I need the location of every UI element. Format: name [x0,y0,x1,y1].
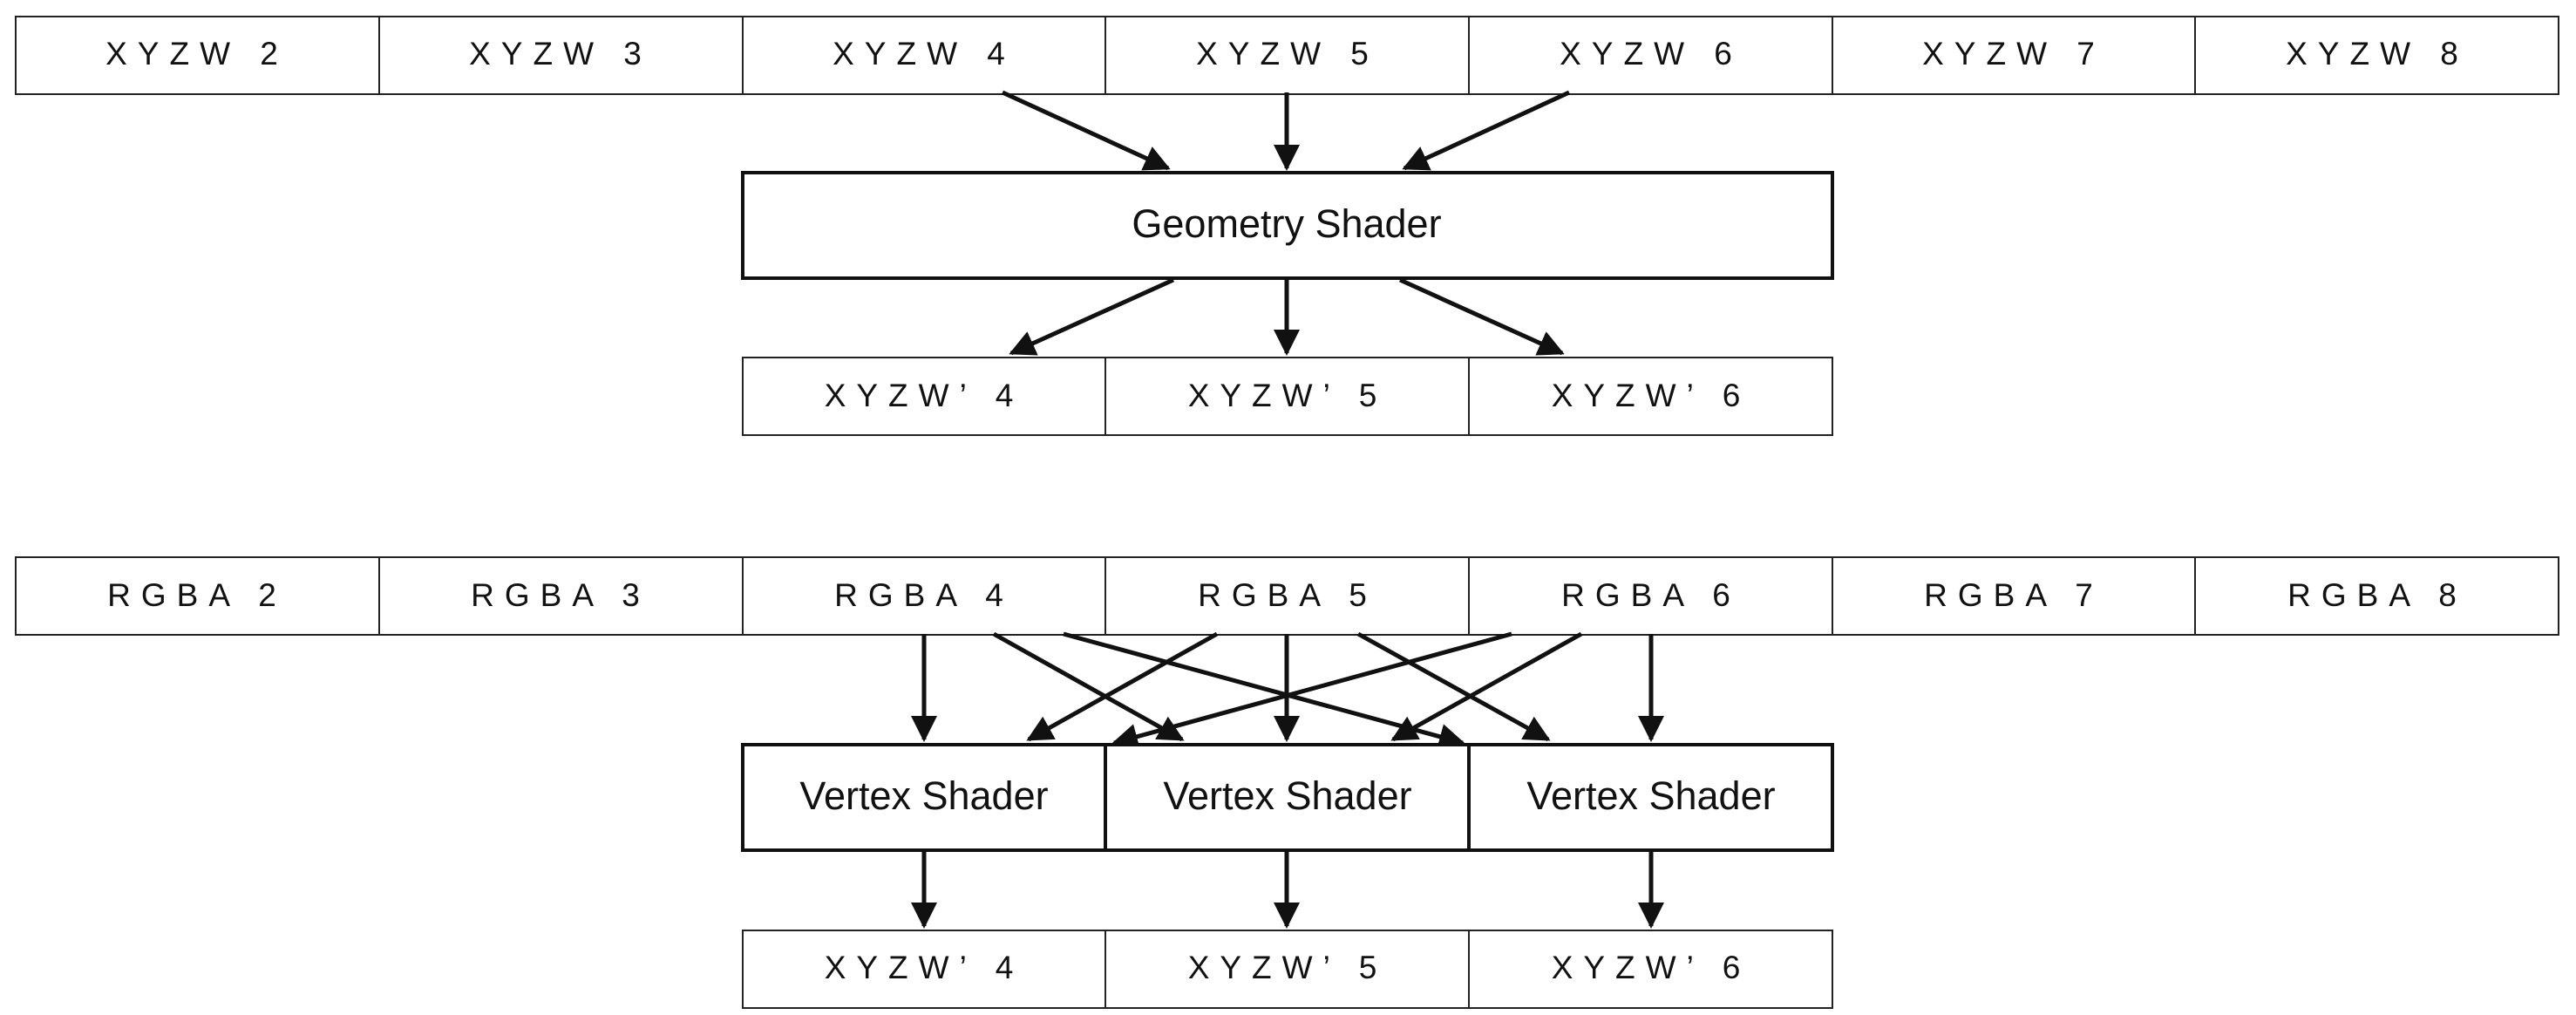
geometry-input-row: XYZW 2 XYZW 3 XYZW 4 XYZW 5 XYZW 6 XYZW … [15,16,2559,95]
geometry-input-cell: XYZW 6 [1468,16,1833,95]
vertex-shader-box: Vertex Shader [1467,743,1834,852]
vertex-shader-label: Vertex Shader [1526,773,1775,818]
geometry-input-label: XYZW 2 [105,36,289,72]
vertex-shader-row: Vertex Shader Vertex Shader Vertex Shade… [741,743,1834,852]
arrow [1001,90,1171,171]
arrow [1398,277,1565,356]
geometry-input-label: XYZW 8 [2286,36,2469,72]
geometry-output-cell: XYZW’ 6 [1468,357,1833,436]
vertex-output-label: XYZW’ 6 [1552,950,1751,985]
arrow [1402,90,1571,171]
vertex-shader-box: Vertex Shader [741,743,1107,852]
vertex-input-cell: RGBA 4 [742,556,1106,636]
vertex-input-arrows [911,631,1664,750]
geometry-input-cell: XYZW 2 [15,16,380,95]
geometry-output-label: XYZW’ 4 [825,378,1024,413]
vertex-input-cell: RGBA 8 [2194,556,2559,636]
geometry-input-cell: XYZW 4 [742,16,1106,95]
vertex-shader-box: Vertex Shader [1104,743,1471,852]
geometry-input-label: XYZW 7 [1922,36,2105,72]
geometry-input-cell: XYZW 3 [378,16,744,95]
vertex-output-cell: XYZW’ 4 [742,930,1106,1009]
geometry-input-cell: XYZW 5 [1104,16,1470,95]
arrow [1026,631,1219,742]
geometry-output-row: XYZW’ 4 XYZW’ 5 XYZW’ 6 [742,357,1833,436]
geometry-shader-label: Geometry Shader [1132,201,1441,246]
arrow [1009,277,1175,356]
vertex-input-label: RGBA 7 [1924,577,2104,613]
geometry-input-label: XYZW 5 [1196,36,1379,72]
geometry-input-arrows [1001,90,1571,171]
vertex-input-label: RGBA 6 [1561,577,1741,613]
geometry-output-cell: XYZW’ 4 [742,357,1106,436]
vertex-output-arrows [911,851,1664,929]
vertex-input-cell: RGBA 5 [1104,556,1470,636]
geometry-input-cell: XYZW 7 [1832,16,2196,95]
vertex-input-label: RGBA 5 [1198,577,1377,613]
vertex-input-label: RGBA 4 [834,577,1014,613]
geometry-shader-box: Geometry Shader [741,171,1834,280]
vertex-output-label: XYZW’ 5 [1188,950,1388,985]
vertex-input-label: RGBA 8 [2287,577,2467,613]
geometry-output-cell: XYZW’ 5 [1104,357,1470,436]
vertex-input-label: RGBA 3 [471,577,650,613]
arrow [992,631,1185,742]
geometry-input-label: XYZW 4 [833,36,1016,72]
vertex-shader-label: Vertex Shader [1163,773,1411,818]
geometry-output-arrows [1009,277,1565,356]
geometry-output-label: XYZW’ 5 [1188,378,1388,413]
vertex-input-cell: RGBA 2 [15,556,380,636]
geometry-input-cell: XYZW 8 [2194,16,2559,95]
arrow [1356,631,1551,742]
arrow [1111,631,1512,750]
vertex-input-cell: RGBA 7 [1832,556,2196,636]
arrow [1390,631,1583,742]
vertex-input-cell: RGBA 3 [378,556,744,636]
vertex-output-cell: XYZW’ 6 [1468,930,1833,1009]
vertex-output-cell: XYZW’ 5 [1104,930,1470,1009]
vertex-input-label: RGBA 2 [107,577,287,613]
vertex-output-row: XYZW’ 4 XYZW’ 5 XYZW’ 6 [742,930,1833,1009]
vertex-shader-label: Vertex Shader [799,773,1048,818]
geometry-input-label: XYZW 3 [469,36,652,72]
vertex-input-row: RGBA 2 RGBA 3 RGBA 4 RGBA 5 RGBA 6 RGBA … [15,556,2559,636]
vertex-input-cell: RGBA 6 [1468,556,1833,636]
geometry-input-label: XYZW 6 [1560,36,1743,72]
vertex-output-label: XYZW’ 4 [825,950,1024,985]
geometry-output-label: XYZW’ 6 [1552,378,1751,413]
